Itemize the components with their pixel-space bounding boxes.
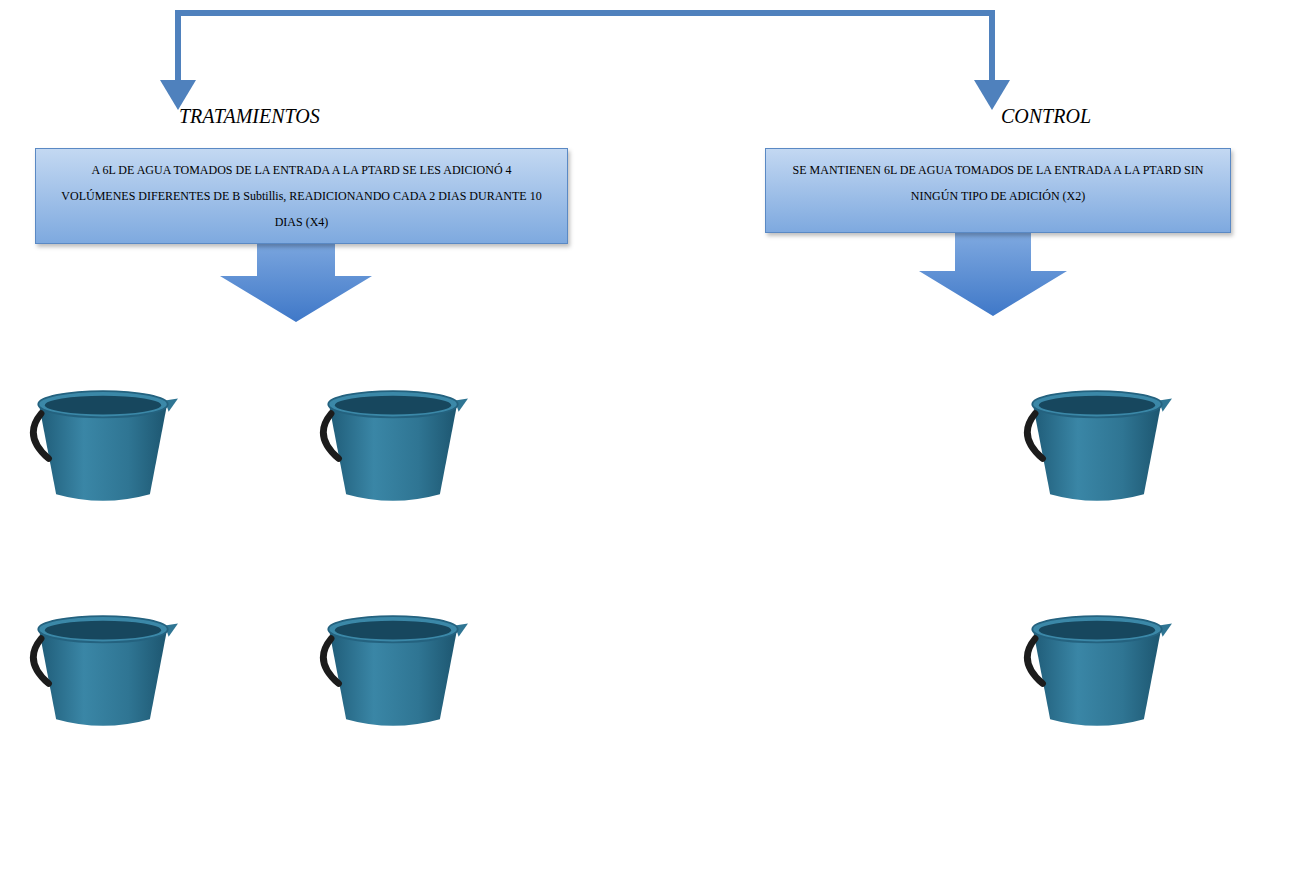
bucket-picture xyxy=(323,616,468,726)
bracket-line xyxy=(178,13,992,84)
process-box: CONTROLSE MANTIENEN 6L DE AGUA TOMADOS D… xyxy=(765,148,1231,233)
bucket-picture xyxy=(1027,616,1172,726)
bucket-picture xyxy=(1027,391,1172,501)
block-arrow xyxy=(919,233,1067,316)
group-heading: TRATAMIENTOS xyxy=(179,105,320,128)
box-text: A 6L DE AGUA TOMADOS DE LA ENTRADA A LA … xyxy=(36,149,567,243)
bucket-picture xyxy=(33,616,178,726)
group-heading: CONTROL xyxy=(1001,105,1091,128)
process-box: TRATAMIENTOSA 6L DE AGUA TOMADOS DE LA E… xyxy=(35,148,568,244)
bucket-picture xyxy=(33,391,178,501)
box-text: SE MANTIENEN 6L DE AGUA TOMADOS DE LA EN… xyxy=(766,149,1230,217)
block-arrow xyxy=(220,237,372,322)
bucket-picture xyxy=(323,391,468,501)
